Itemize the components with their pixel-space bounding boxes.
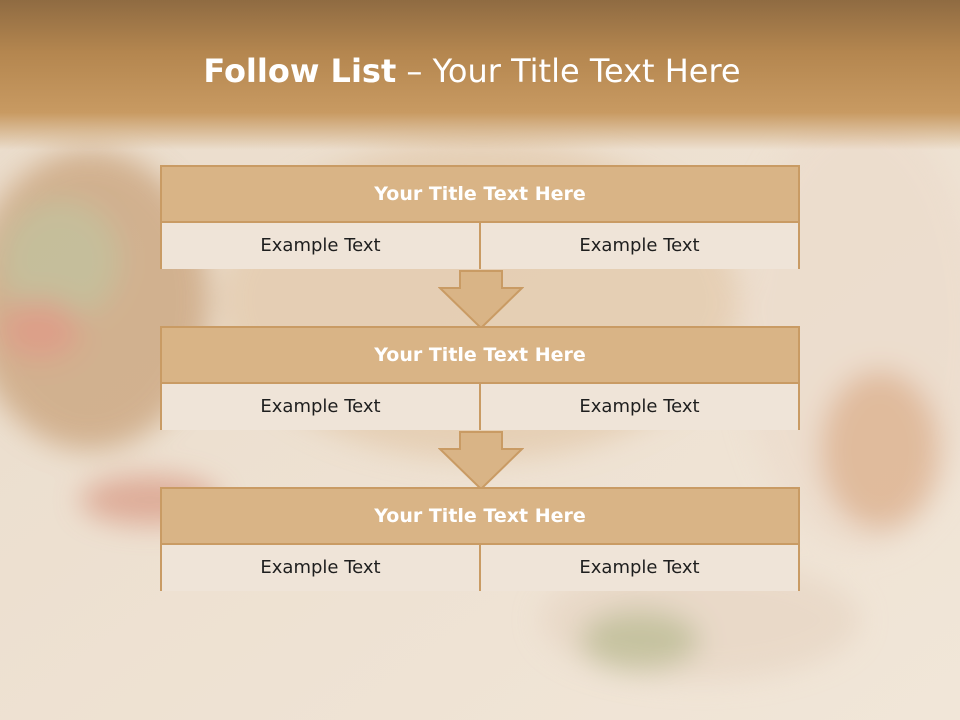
list-item-left-text: Example Text — [260, 396, 381, 417]
down-arrow-icon — [438, 431, 524, 491]
list-item-title: Your Title Text Here — [162, 489, 798, 545]
title-bold: Follow List — [203, 52, 397, 90]
list-item-title: Your Title Text Here — [162, 328, 798, 384]
title-bar — [0, 0, 960, 150]
list-item-row: Example Text Example Text — [162, 223, 798, 269]
list-item-title: Your Title Text Here — [162, 167, 798, 223]
list-item-right-text: Example Text — [479, 384, 798, 430]
list-item-box: Your Title Text Here Example Text Exampl… — [160, 326, 800, 430]
list-item-box: Your Title Text Here Example Text Exampl… — [160, 165, 800, 269]
list-item-right-text: Example Text — [479, 223, 798, 269]
list-item-left-text: Example Text — [260, 235, 381, 256]
list-item-box: Your Title Text Here Example Text Exampl… — [160, 487, 800, 591]
list-item-row: Example Text Example Text — [162, 384, 798, 430]
title-rest: – Your Title Text Here — [396, 52, 741, 90]
list-item-left-text: Example Text — [260, 557, 381, 578]
list-item-row: Example Text Example Text — [162, 545, 798, 591]
list-item-right-text: Example Text — [479, 545, 798, 591]
down-arrow-icon — [438, 270, 524, 330]
page-title: Follow List – Your Title Text Here — [0, 52, 944, 90]
